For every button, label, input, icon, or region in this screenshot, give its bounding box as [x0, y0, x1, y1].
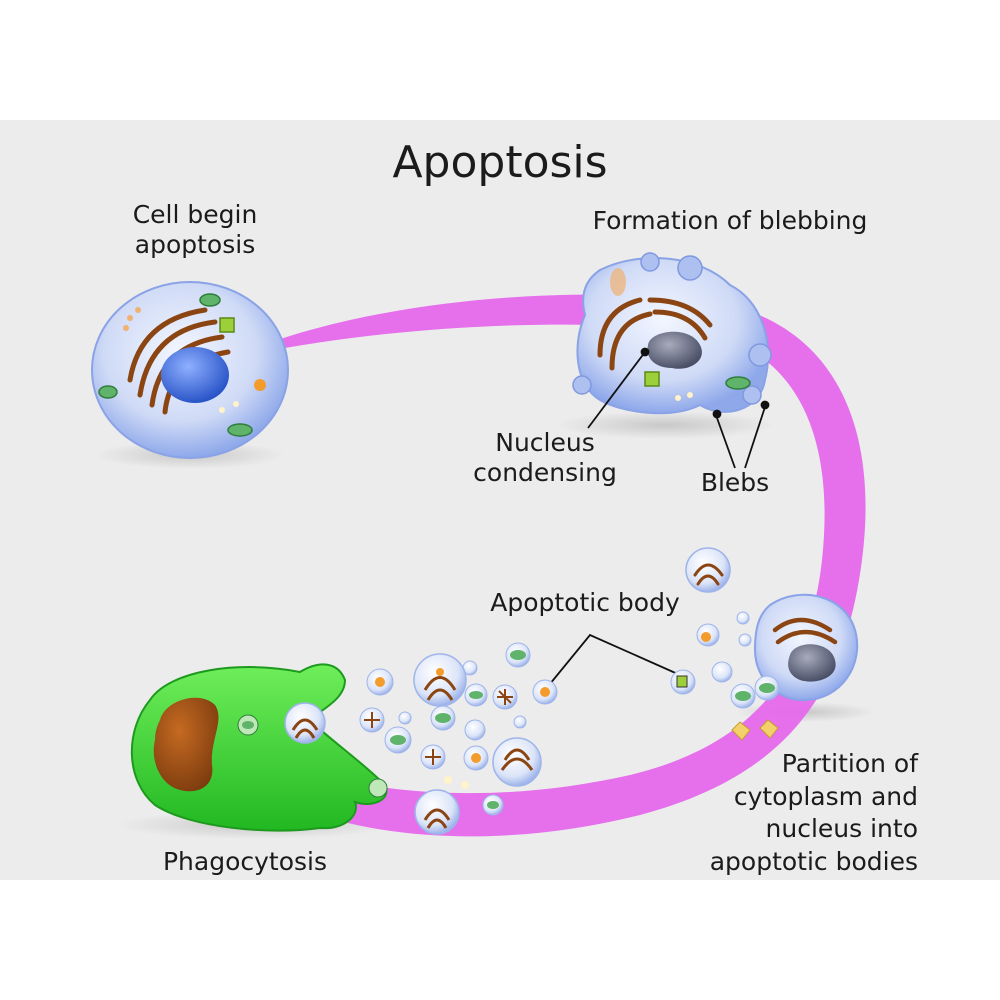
label-apoptotic-body: Apoptotic body — [490, 588, 680, 617]
partitioning-cell — [753, 593, 859, 702]
er-dots — [123, 307, 141, 331]
label-blebs: Blebs — [700, 468, 770, 497]
blebs — [572, 252, 772, 405]
vesicle — [254, 379, 266, 391]
label-nucleus-condensing: Nucleus condensing — [473, 428, 617, 487]
nucleus — [161, 347, 229, 403]
diagram-title: Apoptosis — [392, 137, 608, 188]
label-formation-of-blebbing: Formation of blebbing — [592, 206, 868, 235]
centrioles — [219, 317, 235, 333]
condensed-nucleus — [647, 331, 702, 369]
label-partition: Partition of cytoplasm and nucleus into … — [709, 749, 918, 876]
mitochondria — [98, 293, 253, 437]
blebbing-cell — [572, 252, 772, 415]
normal-cell — [91, 281, 289, 459]
cycle-arrow — [225, 294, 866, 837]
apoptotic-bodies — [359, 547, 780, 835]
crystals — [731, 719, 779, 741]
label-phagocytosis: Phagocytosis — [162, 847, 328, 876]
label-cell-begin-apoptosis: Cell begin apoptosis — [132, 200, 258, 259]
phagocyte-nucleus — [153, 697, 219, 792]
phagocyte — [130, 663, 388, 832]
